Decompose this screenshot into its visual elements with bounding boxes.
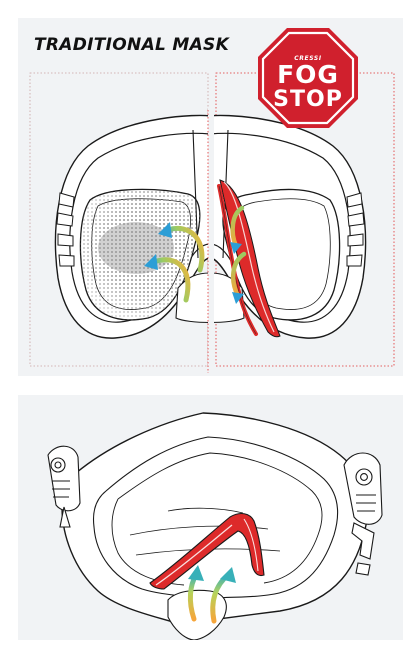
badge-line-fog: FOG (256, 62, 360, 88)
nose-pocket (168, 590, 226, 640)
fog-stop-badge: CRESSI FOG STOP (256, 26, 360, 130)
mask-underside-panel (18, 395, 403, 640)
panel-title: TRADITIONAL MASK (34, 35, 229, 55)
comparison-panel: TRADITIONAL MASK CRESSI FOG STOP (18, 18, 403, 376)
mask-underside-illustration (18, 395, 403, 640)
badge-line-stop: STOP (256, 88, 360, 112)
